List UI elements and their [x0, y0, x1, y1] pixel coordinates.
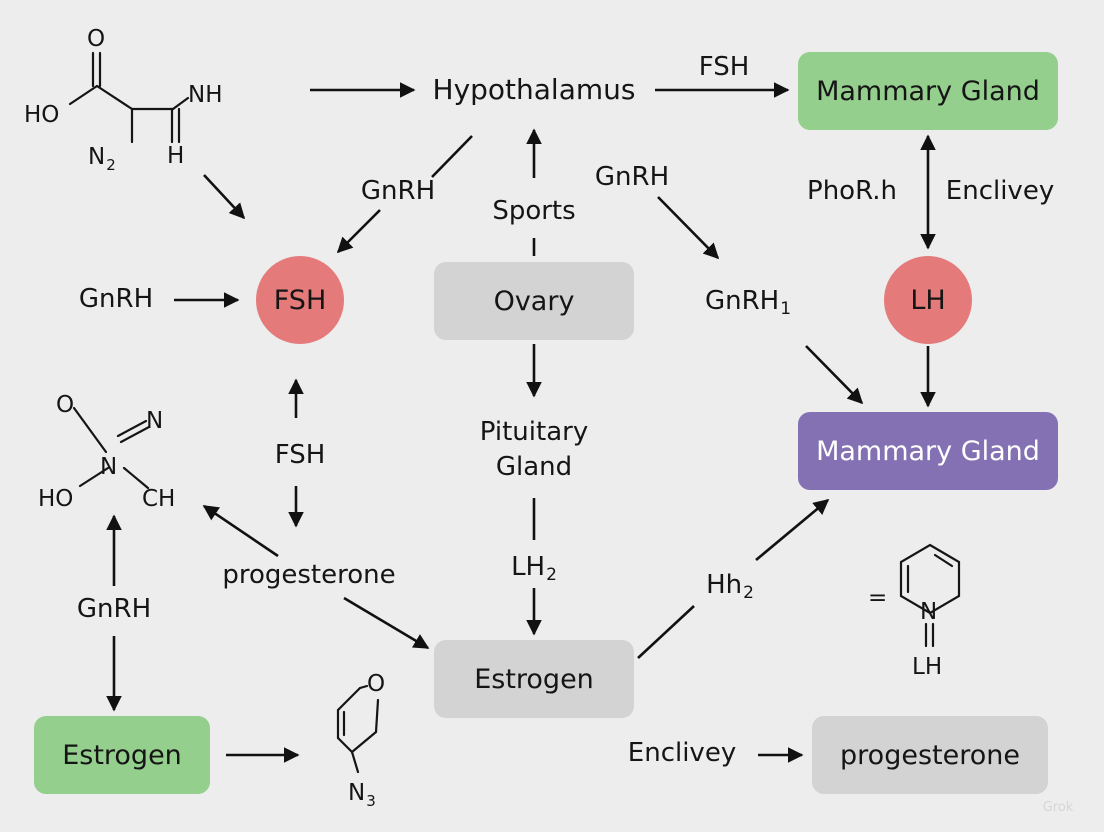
- estrogen-gray-box: Estrogen: [434, 640, 634, 718]
- hh2-text: Hh: [706, 570, 743, 601]
- atom-ho: HO: [24, 102, 60, 128]
- fsh-edge-label: FSH: [698, 52, 750, 83]
- atom-n3: N3: [348, 780, 376, 809]
- atom-n2-subscript: 2: [106, 156, 116, 174]
- pituitary-gland-label: Pituitary Gland: [479, 416, 589, 482]
- atom-n: N: [100, 454, 118, 480]
- line-estrogen-to-hh2: [637, 605, 695, 659]
- lh2-text: LH: [511, 552, 546, 583]
- progesterone-label: progesterone: [222, 560, 396, 591]
- double-bond-sign: =: [868, 585, 888, 611]
- gnrh-edge-label: GnRH: [594, 162, 670, 193]
- hypothalamus-label: Hypothalamus: [432, 73, 636, 107]
- sports-label: Sports: [492, 196, 576, 227]
- fsh-circle: FSH: [256, 256, 344, 344]
- arrow-molecule-to-fsh: [203, 174, 246, 220]
- gnrh-label: GnRH: [78, 284, 154, 315]
- mammary-gland-purple-box: Mammary Gland: [798, 412, 1058, 490]
- watermark: Grok: [1042, 800, 1074, 816]
- nitro-structure: [72, 406, 151, 490]
- atom-ho: HO: [38, 486, 74, 512]
- lh-circle: LH: [884, 256, 972, 344]
- phorh-label: PhoR.h: [807, 176, 897, 207]
- atom-n: N: [920, 599, 938, 625]
- arrow-progesterone-to-molecule: [202, 504, 279, 558]
- fsh-edge-label: FSH: [274, 440, 326, 471]
- enclivey-label: Enclivey: [945, 176, 1055, 207]
- arrow-gnrh-to-gnrh1: [657, 196, 720, 260]
- gnrh-label: GnRH: [76, 594, 152, 625]
- atom-n2-symbol: N: [88, 144, 106, 170]
- enclivey-label: Enclivey: [627, 738, 737, 769]
- mammary-gland-green-box: Mammary Gland: [798, 52, 1058, 130]
- atom-n2: N2: [88, 144, 116, 173]
- line-hypothalamus-to-gnrh: [431, 135, 473, 178]
- estrogen-green-box: Estrogen: [34, 716, 210, 794]
- gnrh-edge-label: GnRH: [360, 176, 436, 207]
- atom-nh: NH: [188, 82, 223, 108]
- atom-n3-symbol: N: [348, 780, 366, 806]
- arrow-progesterone-to-estrogen: [343, 596, 430, 650]
- atom-n3-subscript: 3: [366, 792, 376, 810]
- atom-o: O: [87, 26, 106, 52]
- furan-structure: [336, 684, 380, 774]
- pyridine-structure: [899, 543, 961, 648]
- arrow-gnrh-to-fsh: [336, 209, 381, 254]
- atom-ch: CH: [142, 486, 176, 512]
- atom-o: O: [56, 392, 75, 418]
- atom-h: H: [167, 143, 185, 169]
- gnrh1-text: GnRH: [704, 286, 780, 317]
- arrow-gnrh1-to-mammary-purple: [805, 345, 864, 405]
- gnrh1-subscript: 1: [780, 298, 792, 319]
- arrow-hh2-to-mammary-purple: [755, 499, 830, 561]
- ovary-box: Ovary: [434, 262, 634, 340]
- lh2-subscript: 2: [546, 564, 557, 585]
- hh2-subscript: 2: [743, 582, 754, 603]
- atom-o: O: [367, 671, 386, 697]
- atom-n: N: [146, 408, 164, 434]
- atom-lh: LH: [912, 654, 943, 680]
- amino-acid-structure: [68, 51, 190, 144]
- progesterone-box: progesterone: [812, 716, 1048, 794]
